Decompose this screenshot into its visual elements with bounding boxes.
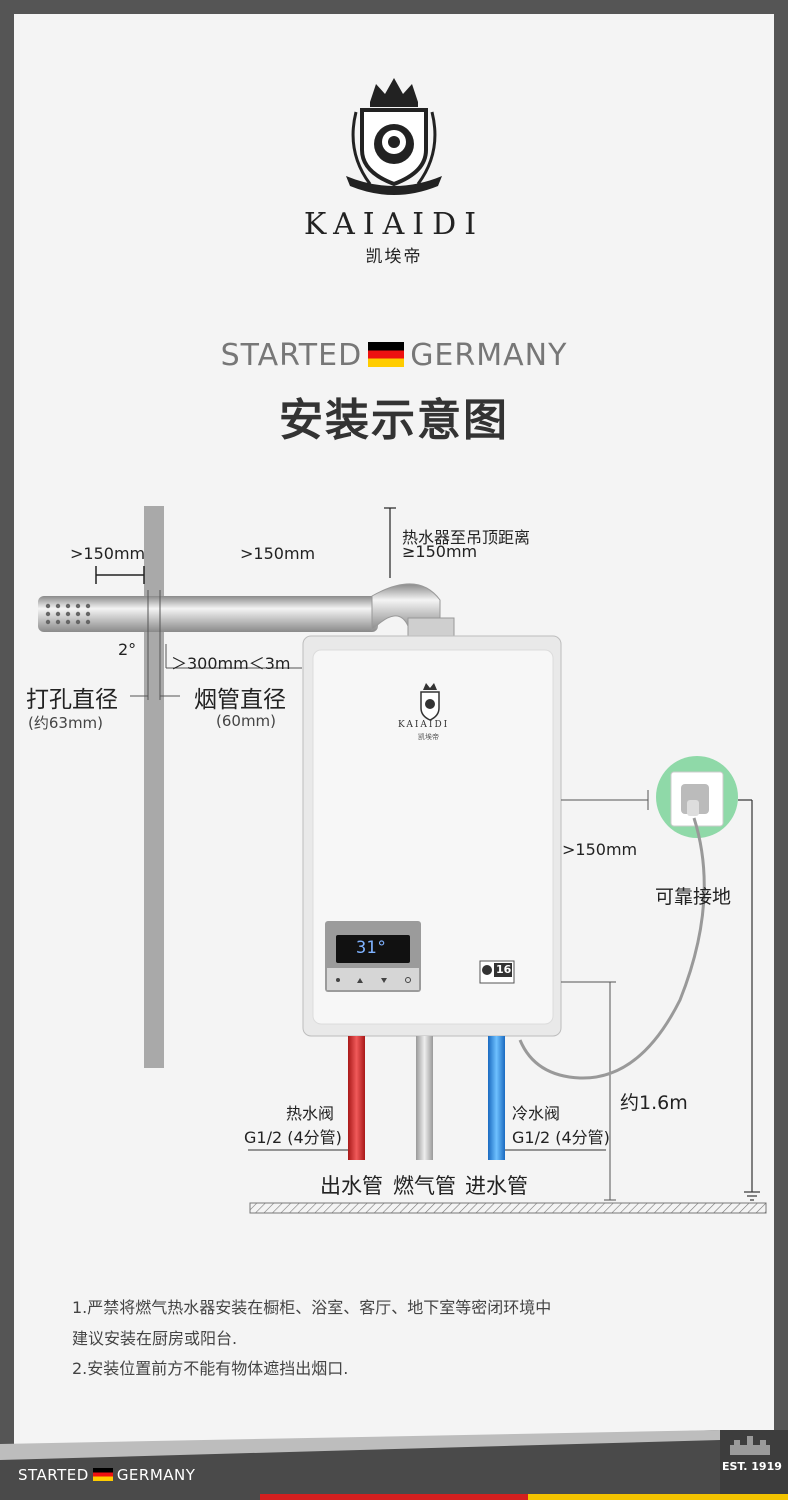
installation-diagram (38, 506, 767, 1214)
footer-started: STARTED (18, 1466, 89, 1484)
page-title: 安装示意图 (279, 395, 509, 446)
grounding-label: 可靠接地 (655, 886, 732, 908)
floor (249, 1202, 767, 1214)
cold-water-pipe (488, 1036, 505, 1160)
note-line-1: 1.严禁将燃气热水器安装在橱柜、浴室、客厅、地下室等密闭环境中 (72, 1298, 552, 1317)
crest-logo-icon (346, 78, 442, 195)
est-year: EST. 1919 (722, 1460, 782, 1473)
started-germany-banner: STARTED GERMANY (0, 338, 788, 373)
flue-pipe (38, 596, 378, 632)
capacity-badge: 16 (496, 963, 512, 976)
flue-diameter-value: (60mm) (216, 712, 277, 730)
pipe-length-label: ＞300mm＜3m (171, 654, 291, 673)
outlet-pipe-label: 出水管 (320, 1174, 383, 1198)
footer-band (0, 1430, 788, 1500)
footer-germany: GERMANY (116, 1466, 196, 1484)
temperature-display (336, 935, 410, 963)
display-temperature: 31° (356, 938, 387, 958)
angle-label: 2° (118, 640, 137, 659)
ceiling-distance-label: 热水器至吊顶距离 (402, 528, 531, 547)
started-text: STARTED (220, 338, 363, 373)
german-flag-icon (368, 342, 405, 367)
footer-started-germany: STARTED GERMANY (18, 1466, 195, 1484)
brand-name: KAIAIDI (303, 207, 485, 242)
germany-text: GERMANY (410, 338, 568, 373)
hole-diameter-label: 打孔直径 (26, 687, 118, 713)
brand-name-cn: 凯埃帝 (365, 247, 423, 267)
footer-flag-icon (92, 1468, 113, 1481)
left-clearance-label: >150mm (70, 544, 146, 563)
side-clearance-label: >150mm (562, 840, 638, 859)
cold-valve-label: 冷水阀 (512, 1104, 561, 1123)
ceiling-distance-value: ≥150mm (402, 542, 478, 561)
gas-pipe (416, 1036, 433, 1160)
height-label: 约1.6m (620, 1092, 688, 1114)
hot-valve-label: 热水阀 (286, 1104, 335, 1123)
hot-water-pipe (348, 1036, 365, 1160)
gas-pipe-label: 燃气管 (393, 1174, 456, 1198)
note-line-3: 2.安装位置前方不能有物体遮挡出烟口. (72, 1359, 349, 1378)
pipe-clearance-label: >150mm (240, 544, 316, 563)
power-cable (518, 817, 706, 1080)
flue-diameter-label: 烟管直径 (194, 687, 286, 713)
hot-valve-spec: G1/2 (4分管) (244, 1128, 342, 1147)
heater-brand-cn: 凯埃帝 (418, 733, 439, 741)
note-line-2: 建议安装在厨房或阳台. (72, 1329, 238, 1348)
wall (144, 506, 164, 1068)
inlet-pipe-label: 进水管 (465, 1174, 528, 1198)
hole-diameter-value: (约63mm) (28, 714, 104, 732)
cold-valve-spec: G1/2 (4分管) (512, 1128, 610, 1147)
heater-brand: KAIAIDI (398, 720, 450, 730)
